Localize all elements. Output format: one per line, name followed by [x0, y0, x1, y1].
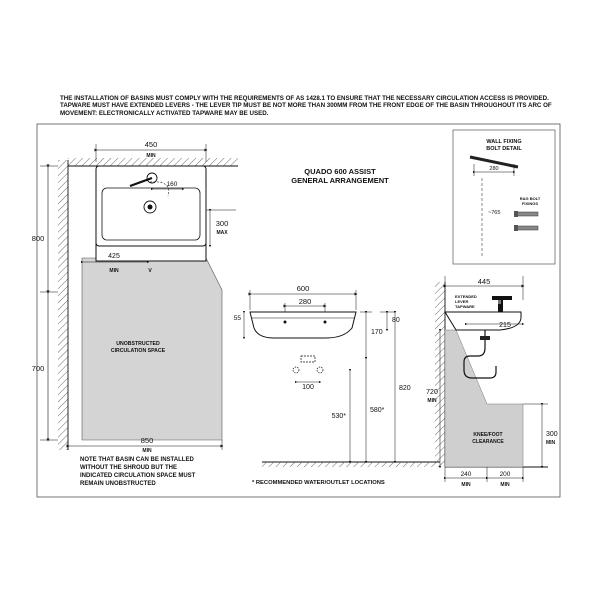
dim-300: 300 [216, 219, 229, 228]
detail-frame [452, 129, 556, 265]
side-dim-200: 200 [500, 471, 511, 478]
side-dim-240-min: MIN [461, 482, 471, 488]
footnote: * RECOMMENDED WATER/OUTLET LOCATIONS [252, 480, 385, 486]
drawing-frame [36, 123, 561, 498]
side-basin-outline [444, 311, 522, 331]
wall-fixing-detail: WALL FIXING BOLT DETAIL 280 ~765 RAG BOL… [452, 129, 556, 265]
lever-label-3: TAPWARE [455, 304, 475, 309]
dim-425: 425 [108, 253, 120, 260]
lever-label-1: EXTENDED [455, 294, 477, 299]
notice-line-2: TAPWARE MUST HAVE EXTENDED LEVERS - THE … [60, 102, 552, 110]
rag-bolt-label-1: RAG BOLT [520, 196, 541, 201]
trap-pipe [463, 330, 497, 379]
front-dim-170: 170 [371, 329, 383, 336]
knee-clearance-zone [444, 329, 524, 468]
centreline-mark: ∨ [147, 267, 152, 274]
dim-160: 160 [167, 181, 178, 188]
detail-dim-765: ~765 [488, 210, 500, 216]
detail-title-1: WALL FIXING [486, 139, 521, 145]
side-dim-720: 720 [426, 389, 438, 396]
notice-line-1: THE INSTALLATION OF BASINS MUST COMPLY W… [60, 95, 549, 102]
lever-tap-icon [492, 296, 512, 312]
side-dim-240: 240 [461, 471, 472, 478]
rag-bolt-label-2: FIXINGS [522, 201, 538, 206]
knee-label-2: CLEARANCE [472, 439, 504, 445]
plan-back-wall [68, 158, 238, 166]
circulation-label-2: CIRCULATION SPACE [111, 348, 166, 354]
front-dim-55: 55 [234, 315, 242, 322]
knee-label-1: KNEE/FOOT [473, 432, 502, 438]
dim-850-min: MIN [142, 448, 152, 454]
front-dim-100: 100 [302, 384, 314, 391]
plan-note-2: WITHOUT THE SHROUD BUT THE [80, 465, 177, 471]
side-dim-300-min: MIN [546, 440, 556, 446]
front-dim-820: 820 [399, 385, 411, 392]
detail-dim-280: 280 [489, 166, 498, 172]
dim-700: 700 [32, 364, 45, 373]
dim-300-max: MAX [216, 230, 228, 236]
front-dim-280: 280 [299, 297, 312, 306]
plan-note-3: INDICATED CIRCULATION SPACE MUST [80, 473, 196, 479]
lever-label-2: LEVER [455, 299, 468, 304]
detail-title-2: BOLT DETAIL [486, 146, 522, 152]
side-dim-720-min: MIN [427, 398, 437, 404]
dim-850: 850 [141, 436, 154, 445]
front-dim-530: 530* [332, 413, 347, 420]
side-dim-200-min: MIN [500, 482, 510, 488]
plan-note-1: NOTE THAT BASIN CAN BE INSTALLED [80, 457, 194, 463]
side-dim-445: 445 [478, 277, 491, 286]
dim-450-min: MIN [146, 153, 156, 159]
plan-view: 450 MIN 160 300 MAX 425 MIN ∨ 800 700 85… [32, 140, 238, 487]
side-dim-215: 215 [499, 322, 511, 329]
title-line-1: QUADO 600 ASSIST [304, 167, 376, 176]
dim-800: 800 [32, 234, 45, 243]
front-dim-600: 600 [297, 284, 310, 293]
front-basin-outline [249, 311, 357, 339]
plan-drain [143, 200, 157, 214]
circulation-label-1: UNOBSTRUCTED [116, 341, 160, 347]
dim-450: 450 [145, 140, 158, 149]
plan-left-wall [58, 160, 68, 450]
dim-425-min: MIN [109, 268, 119, 274]
plan-tap [146, 172, 158, 184]
front-dim-580: 580* [370, 407, 385, 414]
front-elevation: 600 280 55 100 170 80 530* 580* 820 [234, 284, 440, 467]
title-line-2: GENERAL ARRANGEMENT [291, 176, 389, 185]
plan-note-4: REMAIN UNOBSTRUCTED [80, 481, 156, 487]
side-elevation: 445 EXTENDED LEVER TAPWARE 215 720 MIN K… [426, 276, 558, 488]
notice-line-3: MOVEMENT: ELECTRONICALLY ACTIVATED TAPWA… [60, 109, 269, 117]
rag-bolt-icon [514, 211, 539, 231]
outlet-location-icon [292, 355, 324, 374]
front-dim-80: 80 [392, 317, 400, 324]
side-dim-300: 300 [546, 431, 558, 438]
installation-notice: THE INSTALLATION OF BASINS MUST COMPLY W… [60, 95, 555, 117]
